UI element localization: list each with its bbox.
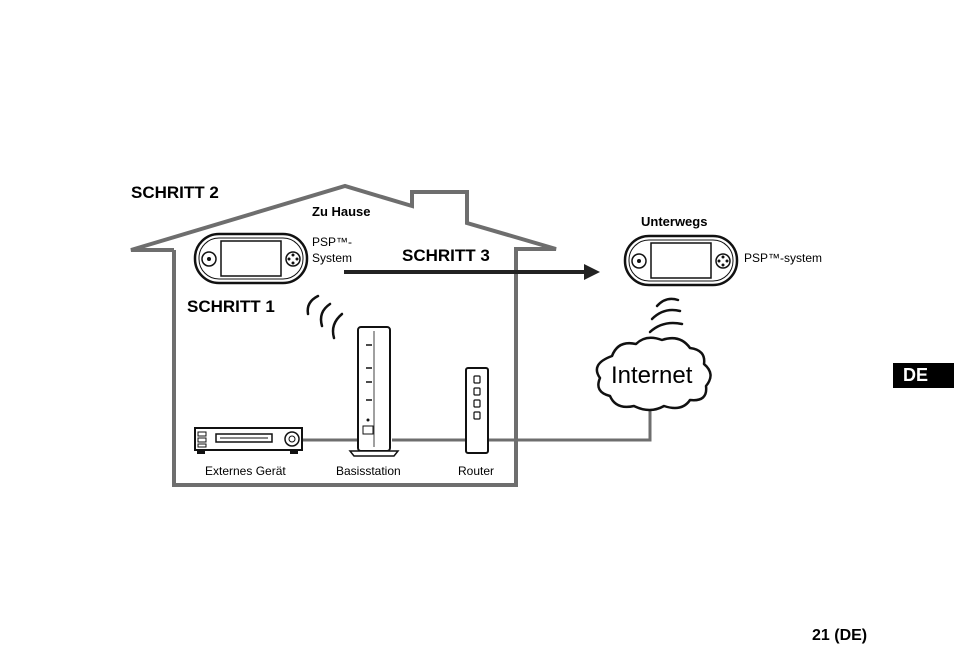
- psp-device-home: [193, 232, 309, 285]
- external-device-label: Externes Gerät: [205, 464, 286, 478]
- step3-label: SCHRITT 3: [402, 246, 490, 265]
- wireless-waves-away: [648, 297, 684, 334]
- house-outline: [130, 183, 557, 487]
- internet-cloud: [595, 336, 712, 412]
- internet-label: Internet: [611, 362, 693, 389]
- away-psp-label: PSP™-system: [744, 251, 822, 265]
- home-title: Zu Hause: [312, 204, 371, 219]
- step2-label: SCHRITT 2: [131, 183, 219, 202]
- away-title: Unterwegs: [641, 214, 707, 229]
- external-device: [194, 427, 303, 454]
- step1-label: SCHRITT 1: [187, 297, 275, 316]
- psp-device-away: [623, 234, 739, 287]
- wireless-waves-home: [306, 294, 344, 340]
- step3-arrow: [344, 264, 600, 280]
- router: [465, 367, 489, 454]
- base-station: [348, 326, 400, 457]
- router-label: Router: [458, 464, 494, 478]
- home-psp-label-line2: System: [312, 251, 352, 265]
- language-tab: DE: [893, 363, 954, 388]
- page-number: 21 (DE): [812, 627, 868, 644]
- cable-router-to-internet: [489, 402, 652, 442]
- home-psp-label-line1: PSP™-: [312, 235, 352, 249]
- base-station-label: Basisstation: [336, 464, 401, 478]
